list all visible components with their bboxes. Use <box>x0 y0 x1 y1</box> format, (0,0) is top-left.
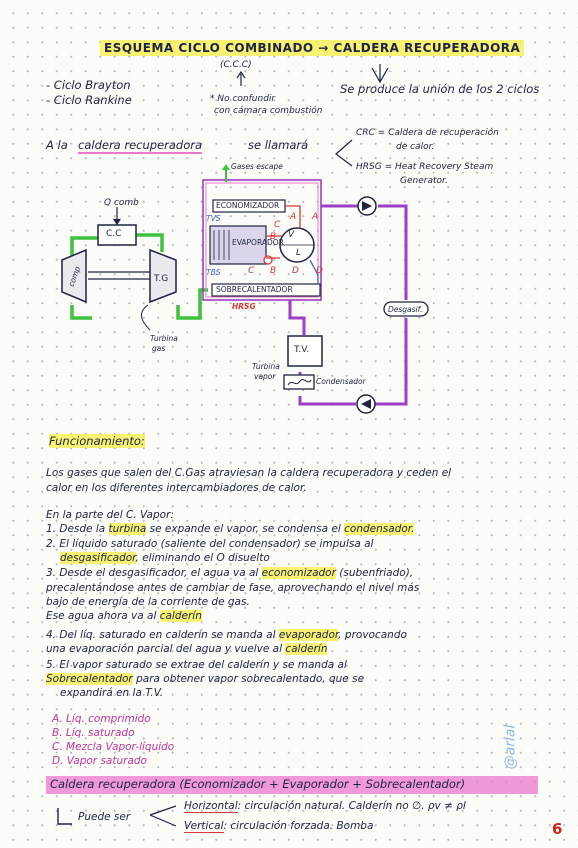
legend-c: C. Mezcla Vapor-líquido <box>52 741 175 753</box>
turbina-vapor-label-1: Turbina <box>252 362 280 371</box>
crc-text-2: de calor. <box>396 142 435 152</box>
sobrecalentador-box <box>211 283 321 297</box>
brayton-loop <box>70 233 208 320</box>
hrsg-label: HRSG <box>232 302 256 311</box>
step-5-line-2: Sobrecalentador para obtener vapor sobre… <box>46 673 365 685</box>
letter-c2: C <box>248 266 255 276</box>
letter-a2: A <box>312 212 319 222</box>
hrsg-frame <box>202 179 322 301</box>
page-title: ESQUEMA CICLO COMBINADO → CALDERA RECUPE… <box>100 40 525 56</box>
tg-label: T.G <box>154 274 169 284</box>
brace <box>335 139 353 167</box>
caldera-prefix: A la <box>46 138 68 152</box>
puede-ser: Puede ser <box>78 811 131 823</box>
cc-label: C.C <box>106 229 122 239</box>
compressor-shape <box>61 248 87 304</box>
p1-line-1: Los gases que salen del C.Gas atraviesan… <box>46 467 452 479</box>
no-confundir-text: * No confundir <box>210 94 276 104</box>
sobrecalentador-label: SOBRECALENTADOR <box>216 285 293 294</box>
economizador-label: ECONOMIZADOR <box>216 201 280 210</box>
union-text: Se produce la unión de los 2 ciclos <box>340 82 540 96</box>
hrsg-text: HRSG = Heat Recovery Steam <box>356 162 494 172</box>
letter-b: B <box>270 232 277 242</box>
qcomb-label: Q comb <box>104 198 139 208</box>
tv-box <box>287 335 323 367</box>
legend-b: B. Líq. saturado <box>52 727 135 739</box>
tvs-label: TVS <box>206 214 221 223</box>
letter-a: A <box>290 212 297 222</box>
horizontal-line: Horizontal: circulación natural. Calderí… <box>184 800 466 813</box>
step-5: 5. El vapor saturado se extrae del calde… <box>46 659 347 671</box>
step-3-line-4: Ese agua ahora va al calderín <box>46 610 202 622</box>
step-3-line-2: precalentándose antes de cambiar de fase… <box>46 582 420 594</box>
hrsg-text-2: Generator. <box>400 176 448 186</box>
step-5-line-3: expandirá en la T.V. <box>60 687 164 699</box>
legend-d: D. Vapor saturado <box>52 755 147 767</box>
brayton-label: - Ciclo Brayton <box>46 78 131 92</box>
funcionamiento-heading: Funcionamiento: <box>49 434 145 448</box>
step-2-line-2: desgasificador, eliminando el O disuelto <box>60 552 270 564</box>
tg-shape <box>149 248 177 304</box>
letter-c: C <box>274 220 281 230</box>
turbina-vapor-label-2: vapor <box>254 372 276 381</box>
turbina-gas-label-2: gas <box>152 344 166 353</box>
crc-text: CRC = Caldera de recuperación <box>356 128 499 138</box>
step-4: 4. Del líq. saturado en calderín se mand… <box>46 629 407 641</box>
p1-line-2: calor en los diferentes intercambiadores… <box>46 482 307 494</box>
turbina-gas-label-1: Turbina <box>150 334 178 343</box>
desgasificador-box <box>383 301 429 317</box>
page-number: 6 <box>552 820 563 838</box>
watermark-text: @arial <box>502 724 519 770</box>
letter-d2: D <box>316 266 323 276</box>
caldera-summary: Caldera recuperadora (Economizador + Eva… <box>46 776 538 794</box>
tv-label: T.V. <box>294 345 310 355</box>
letter-d: D <box>292 266 299 276</box>
legend-a: A. Líq. comprimido <box>52 713 151 725</box>
camara-text: con cámara combustión <box>214 106 323 116</box>
letter-b2: B <box>270 266 277 276</box>
rankine-label: - Ciclo Rankine <box>46 93 132 107</box>
evaporador-label: EVAPORADOR <box>232 238 284 247</box>
letter-l: L <box>296 248 302 258</box>
caldera-name: caldera recuperadora <box>78 138 203 154</box>
ccc-label: (C.C.C) <box>220 60 252 70</box>
condensador-label: Condensador <box>316 377 366 386</box>
watermark: @arial <box>502 700 544 800</box>
parte-vapor: En la parte del C. Vapor: <box>46 509 174 521</box>
letter-v: V <box>288 230 295 240</box>
step-3: 3. Desde el desgasificador, el agua va a… <box>46 567 414 579</box>
step-3-line-3: bajo de energía de la corriente de gas. <box>46 596 250 608</box>
step-4-line-2: una evaporación parcial del agua y vuelv… <box>46 643 328 655</box>
caldera-suffix: se llamará <box>248 138 309 152</box>
step-1: 1. Desde la turbina se expande el vapor,… <box>46 523 415 535</box>
gases-escape-label: Gases escape <box>231 162 283 171</box>
step-2: 2. El líquido saturado (saliente del con… <box>46 538 374 550</box>
rankine-loop <box>288 204 408 406</box>
desgasificador-label: Desgasif. <box>388 305 423 314</box>
vertical-line: Vertical: circulación forzada. Bomba <box>184 820 374 833</box>
tbs-label: TBS <box>206 268 221 277</box>
